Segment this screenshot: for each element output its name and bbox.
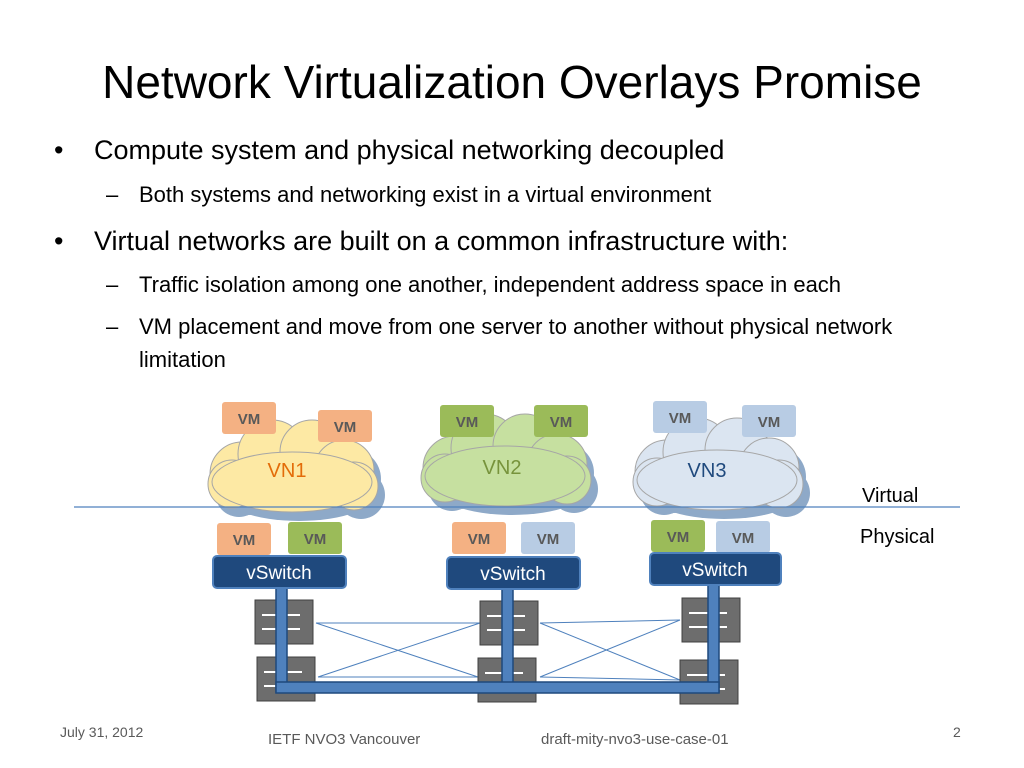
vm-label: VM <box>233 532 256 549</box>
virtual-network-vn1: VN1 VM VM <box>207 402 385 521</box>
footer-date: July 31, 2012 <box>60 724 144 740</box>
vm-label: VM <box>304 531 327 548</box>
footer-page-number: 2 <box>953 724 961 740</box>
vm-label: VM <box>537 531 560 548</box>
sub-bullet-text: Both systems and networking exist in a v… <box>139 182 712 207</box>
vm-box <box>653 401 707 433</box>
sub-bullet-text: Traffic isolation among one another, ind… <box>139 272 842 297</box>
vm-box <box>716 521 770 553</box>
vn3-label: VN3 <box>688 460 727 482</box>
vm-label: VM <box>334 419 357 436</box>
vm-label: VM <box>468 531 491 548</box>
vn1-label: VN1 <box>268 460 307 482</box>
bullet-dot-icon: • <box>54 226 64 256</box>
vn2-label: VN2 <box>483 457 522 479</box>
vm-box <box>651 520 705 552</box>
vm-box <box>222 402 276 434</box>
vm-box <box>288 522 342 554</box>
sub-bullet-item: – Both systems and networking exist in a… <box>106 178 979 211</box>
vm-label: VM <box>456 414 479 431</box>
sub-bullet-text: VM placement and move from one server to… <box>139 314 893 372</box>
bullet-list: • Compute system and physical networking… <box>0 0 1024 380</box>
vm-box <box>521 522 575 554</box>
vm-box <box>452 522 506 554</box>
vm-box <box>217 523 271 555</box>
bullet-text: Compute system and physical networking d… <box>94 135 725 165</box>
vm-label: VM <box>732 530 755 547</box>
router-mesh-links <box>315 619 681 681</box>
sub-bullet-item: – Traffic isolation among one another, i… <box>106 268 979 301</box>
dash-icon: – <box>106 272 119 297</box>
vm-box <box>534 405 588 437</box>
dash-icon: – <box>106 314 119 339</box>
dash-icon: – <box>106 182 119 207</box>
vswitch-1: VM VM vSwitch <box>212 522 347 589</box>
virtual-label: Virtual <box>862 485 918 507</box>
footer-event: IETF NVO3 Vancouver <box>268 731 421 748</box>
vm-box <box>318 410 372 442</box>
vm-label: VM <box>758 414 781 431</box>
vswitch-box <box>212 555 347 589</box>
vswitch-box <box>446 556 581 590</box>
slide-title: Network Virtualization Overlays Promise <box>102 56 922 108</box>
bullet-item: • Virtual networks are built on a common… <box>54 224 789 258</box>
sub-bullet-item: – VM placement and move from one server … <box>106 310 969 376</box>
virtual-network-vn3: VN3 VM VM <box>632 401 810 519</box>
vm-box <box>742 405 796 437</box>
footer-draft: draft-mity-nvo3-use-case-01 <box>541 731 729 748</box>
virtual-network-vn2: VN2 VM VM <box>420 405 598 515</box>
physical-label: Physical <box>860 526 934 548</box>
vm-label: VM <box>238 411 261 428</box>
vswitch-label: vSwitch <box>480 564 545 585</box>
vswitch-label: vSwitch <box>246 563 311 584</box>
vswitch-box <box>649 552 782 586</box>
vm-label: VM <box>669 410 692 427</box>
vm-label: VM <box>550 414 573 431</box>
vm-box <box>440 405 494 437</box>
vswitch-2: VM VM vSwitch <box>446 522 581 590</box>
vm-label: VM <box>667 529 690 546</box>
bullet-text: Virtual networks are built on a common i… <box>94 226 789 256</box>
bullet-dot-icon: • <box>54 135 64 165</box>
bullet-item: • Compute system and physical networking… <box>54 133 725 167</box>
vswitch-label: vSwitch <box>682 560 747 581</box>
vswitch-3: VM VM vSwitch <box>649 520 782 586</box>
